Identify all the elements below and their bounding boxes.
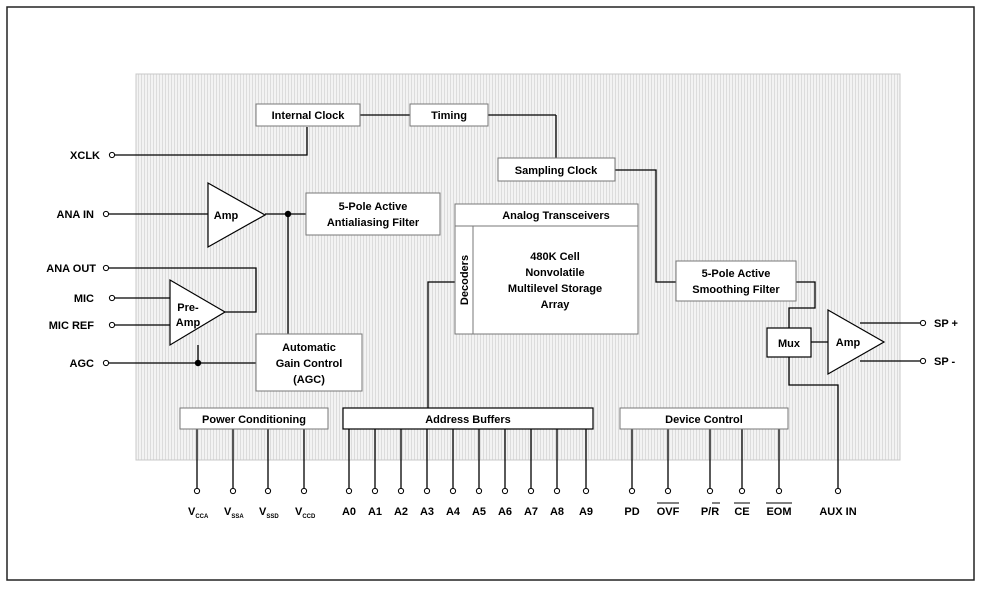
svg-text:Nonvolatile: Nonvolatile: [525, 267, 584, 279]
pin-label-xclk: XCLK: [70, 150, 100, 162]
address-pin-terminal: [397, 487, 405, 495]
address-wires: [348, 429, 587, 489]
address-pin-terminal: [582, 487, 590, 495]
pin-label-eom: EOM: [766, 506, 791, 518]
pin-label-pd: PD: [624, 506, 639, 518]
address-pin-terminal: [553, 487, 561, 495]
pin-label-agc: AGC: [70, 358, 95, 370]
svg-text:Address Buffers: Address Buffers: [425, 414, 511, 426]
address-pin-terminal: [449, 487, 457, 495]
pin-label-address: A0: [342, 506, 356, 518]
junction-dot: [194, 359, 202, 367]
svg-text:Gain Control: Gain Control: [276, 358, 343, 370]
timing-block: Timing: [409, 103, 489, 127]
pin-terminals: [102, 151, 927, 495]
output-amp: Amp: [827, 308, 886, 376]
decoders-block: Decoders: [454, 225, 474, 335]
address-pin-terminal: [475, 487, 483, 495]
pin-label-address: A3: [420, 506, 434, 518]
internal-clock-block: Internal Clock: [255, 103, 361, 127]
svg-text:(AGC): (AGC): [293, 374, 325, 386]
smoothing-filter-block: 5-Pole Active Smoothing Filter: [675, 260, 797, 302]
svg-text:Decoders: Decoders: [459, 255, 471, 305]
agc-block: Automatic Gain Control (AGC): [255, 333, 363, 392]
pin-label-address: A6: [498, 506, 512, 518]
pin-label-mic: MIC: [74, 293, 94, 305]
pin-label-sp-minus: SP -: [934, 356, 956, 368]
pin-label-address: A7: [524, 506, 538, 518]
pin-label-mic-ref: MIC REF: [49, 320, 95, 332]
pin-label-address: A1: [368, 506, 382, 518]
pin-label-address: A2: [394, 506, 408, 518]
antialiasing-filter-block: 5-Pole Active Antialiasing Filter: [305, 192, 441, 236]
pin-label-address: A4: [446, 506, 461, 518]
sampling-clock-block: Sampling Clock: [497, 157, 616, 182]
address-pin-terminal: [527, 487, 535, 495]
svg-text:Timing: Timing: [431, 110, 467, 122]
svg-text:Amp: Amp: [836, 337, 861, 349]
svg-text:Multilevel Storage: Multilevel Storage: [508, 283, 602, 295]
pin-label-vssa: VSSA: [224, 506, 244, 520]
address-pin-terminal: [423, 487, 431, 495]
storage-array-block: 480K Cell Nonvolatile Multilevel Storage…: [472, 225, 639, 335]
device-control-block: Device Control: [619, 407, 789, 430]
address-pin-terminal: [501, 487, 509, 495]
svg-text:Pre-: Pre-: [177, 302, 199, 314]
pin-label-ana-in: ANA IN: [57, 209, 95, 221]
pin-label-vcca: VCCA: [188, 506, 209, 520]
pin-label-address: A5: [472, 506, 486, 518]
svg-text:Antialiasing Filter: Antialiasing Filter: [327, 217, 420, 229]
svg-text:Power Conditioning: Power Conditioning: [202, 414, 306, 426]
svg-text:Smoothing Filter: Smoothing Filter: [692, 284, 780, 296]
pin-label-pr: P/R: [701, 506, 719, 518]
svg-text:Automatic: Automatic: [282, 342, 336, 354]
power-conditioning-block: Power Conditioning: [179, 407, 329, 430]
address-buffers-block: Address Buffers: [342, 407, 594, 430]
input-amp: Amp: [207, 181, 267, 249]
svg-text:Internal Clock: Internal Clock: [272, 110, 346, 122]
pin-label-vssd: VSSD: [259, 506, 279, 520]
svg-text:Amp: Amp: [176, 317, 201, 329]
svg-text:480K Cell: 480K Cell: [530, 251, 580, 263]
svg-text:Analog Transceivers: Analog Transceivers: [502, 210, 610, 222]
svg-text:Array: Array: [541, 299, 571, 311]
svg-text:Amp: Amp: [214, 210, 239, 222]
pin-label-address: A9: [579, 506, 593, 518]
mux-block: Mux: [766, 327, 812, 358]
svg-text:5-Pole Active: 5-Pole Active: [702, 268, 771, 280]
pin-label-vccd: VCCD: [295, 506, 316, 520]
svg-text:Mux: Mux: [778, 338, 801, 350]
pin-label-sp-plus: SP +: [934, 318, 958, 330]
address-pin-terminal: [345, 487, 353, 495]
svg-text:Device Control: Device Control: [665, 414, 743, 426]
pin-label-aux-in: AUX IN: [819, 506, 856, 518]
svg-text:Sampling Clock: Sampling Clock: [515, 165, 598, 177]
svg-text:5-Pole Active: 5-Pole Active: [339, 201, 408, 213]
wires: [109, 114, 920, 489]
pin-label-ana-out: ANA OUT: [46, 263, 96, 275]
analog-transceivers-block: Analog Transceivers: [454, 203, 639, 227]
address-pin-terminals: [345, 487, 590, 495]
pin-label-ce: CE: [734, 506, 749, 518]
pin-label-ovf: OVF: [657, 506, 680, 518]
pin-label-address: A8: [550, 506, 564, 518]
address-pin-terminal: [371, 487, 379, 495]
address-pin-labels: A0 A1 A2 A3 A4 A5 A6 A7 A8 A9: [342, 506, 593, 518]
preamp: Pre- Amp: [169, 278, 227, 347]
junction-dot: [284, 210, 292, 218]
